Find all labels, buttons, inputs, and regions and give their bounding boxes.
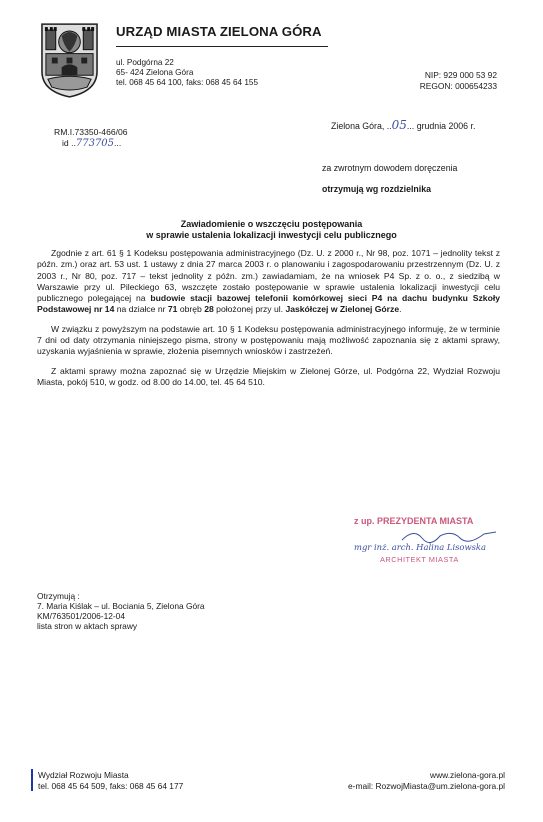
office-tax-ids: NIP: 929 000 53 92 REGON: 000654233: [420, 70, 497, 92]
signature-stamp: z up. PREZYDENTA MIASTA mgr inż. arch. H…: [340, 512, 510, 572]
letter-subject: Zawiadomienie o wszczęciu postępowania w…: [0, 219, 543, 241]
office-address: ul. Podgórna 22 65- 424 Zielona Góra tel…: [116, 58, 258, 88]
subject-line-1: Zawiadomienie o wszczęciu postępowania: [180, 219, 363, 229]
letter-date: Zielona Góra, ..05... grudnia 2006 r.: [331, 118, 476, 132]
footer-web: www.zielona-gora.pl e-mail: RozwojMiasta…: [348, 770, 505, 792]
office-postal: 65- 424 Zielona Góra: [116, 68, 194, 77]
handwritten-day: 05: [391, 118, 407, 132]
city-coat-of-arms-logo: [41, 23, 98, 98]
office-nip: NIP: 929 000 53 92: [424, 70, 497, 80]
recipients-list: Otrzymują : 7. Maria Kiślak – ul. Bocian…: [37, 591, 205, 631]
office-regon: REGON: 000654233: [419, 81, 497, 91]
body-paragraph-1: Zgodnie z art. 61 § 1 Kodeksu postępowan…: [37, 248, 500, 315]
signature-scribble-icon: [401, 531, 497, 543]
stamp-title: ARCHITEKT MIASTA: [380, 555, 459, 564]
recipients-heading: Otrzymują :: [37, 591, 80, 601]
footer-dept-name: Wydział Rozwoju Miasta: [38, 770, 129, 780]
stamp-authority: z up. PREZYDENTA MIASTA: [354, 516, 474, 526]
footer-dept-contact: tel. 068 45 64 509, faks: 068 45 64 177: [38, 781, 184, 791]
delivery-note: za zwrotnym dowodem doręczenia: [322, 163, 458, 173]
letter-body: Zgodnie z art. 61 § 1 Kodeksu postępowan…: [37, 248, 500, 396]
office-name-heading: URZĄD MIASTA ZIELONA GÓRA: [116, 24, 322, 39]
recipient-item: KM/763501/2006-12-04: [37, 611, 126, 621]
body-paragraph-3: Z aktami sprawy można zapoznać się w Urz…: [37, 365, 500, 387]
footer-email: e-mail: RozwojMiasta@um.zielona-gora.pl: [348, 781, 505, 791]
body-paragraph-2: W związku z powyższym na podstawie art. …: [37, 323, 500, 357]
header-divider: [116, 46, 328, 47]
handwritten-id: 773705: [75, 138, 115, 149]
reference-block: RM.I.73350-466/06 id ..773705...: [54, 127, 128, 149]
subject-line-2: w sprawie ustalenia lokalizacji inwestyc…: [146, 230, 397, 240]
reference-number: RM.I.73350-466/06: [54, 127, 128, 137]
recipient-item: 7. Maria Kiślak – ul. Bociania 5, Zielon…: [37, 601, 205, 611]
reference-id: id ..773705...: [62, 138, 122, 149]
office-street: ul. Podgórna 22: [116, 58, 174, 67]
footer-accent-bar: [31, 769, 33, 791]
stamp-signatory: mgr inż. arch. Halina Lisowska: [354, 542, 487, 552]
recipients-note: otrzymują wg rozdzielnika: [322, 184, 432, 194]
footer-website: www.zielona-gora.pl: [430, 770, 505, 780]
footer-department: Wydział Rozwoju Miasta tel. 068 45 64 50…: [38, 770, 183, 792]
recipient-item: lista stron w aktach sprawy: [37, 621, 138, 631]
office-phone: tel. 068 45 64 100, faks: 068 45 64 155: [116, 78, 259, 87]
